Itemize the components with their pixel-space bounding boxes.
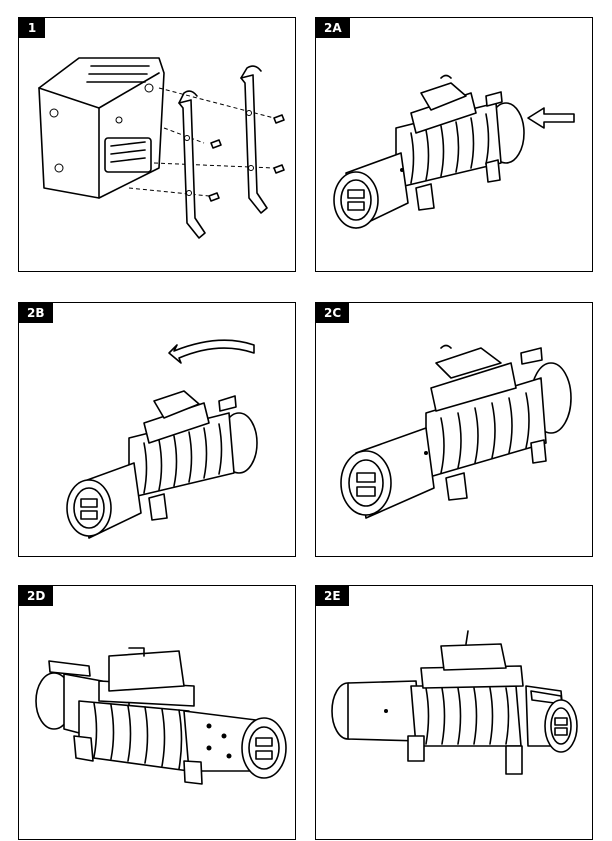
- figure-panel-2e: 2E: [315, 585, 593, 840]
- winch-illustration: [35, 647, 287, 785]
- figure-panel-2d: 2D: [18, 585, 296, 840]
- figure-panel-2b: 2B: [18, 302, 296, 557]
- panel-label: 2B: [19, 303, 53, 323]
- winch-illustration: [66, 339, 258, 539]
- control-box-bracket-exploded-illustration: [38, 57, 285, 239]
- panel-label: 2C: [316, 303, 350, 323]
- winch-illustration: [333, 74, 575, 229]
- figure-panel-2c: 2C: [315, 302, 593, 557]
- figure-panel-1: 1: [18, 17, 296, 272]
- panel-label: 2D: [19, 586, 54, 606]
- panel-label: 2A: [316, 18, 350, 38]
- panel-label: 1: [19, 18, 45, 38]
- panel-label: 2E: [316, 586, 349, 606]
- winch-illustration: [331, 630, 578, 775]
- figure-panel-2a: 2A: [315, 17, 593, 272]
- winch-illustration: [340, 344, 572, 519]
